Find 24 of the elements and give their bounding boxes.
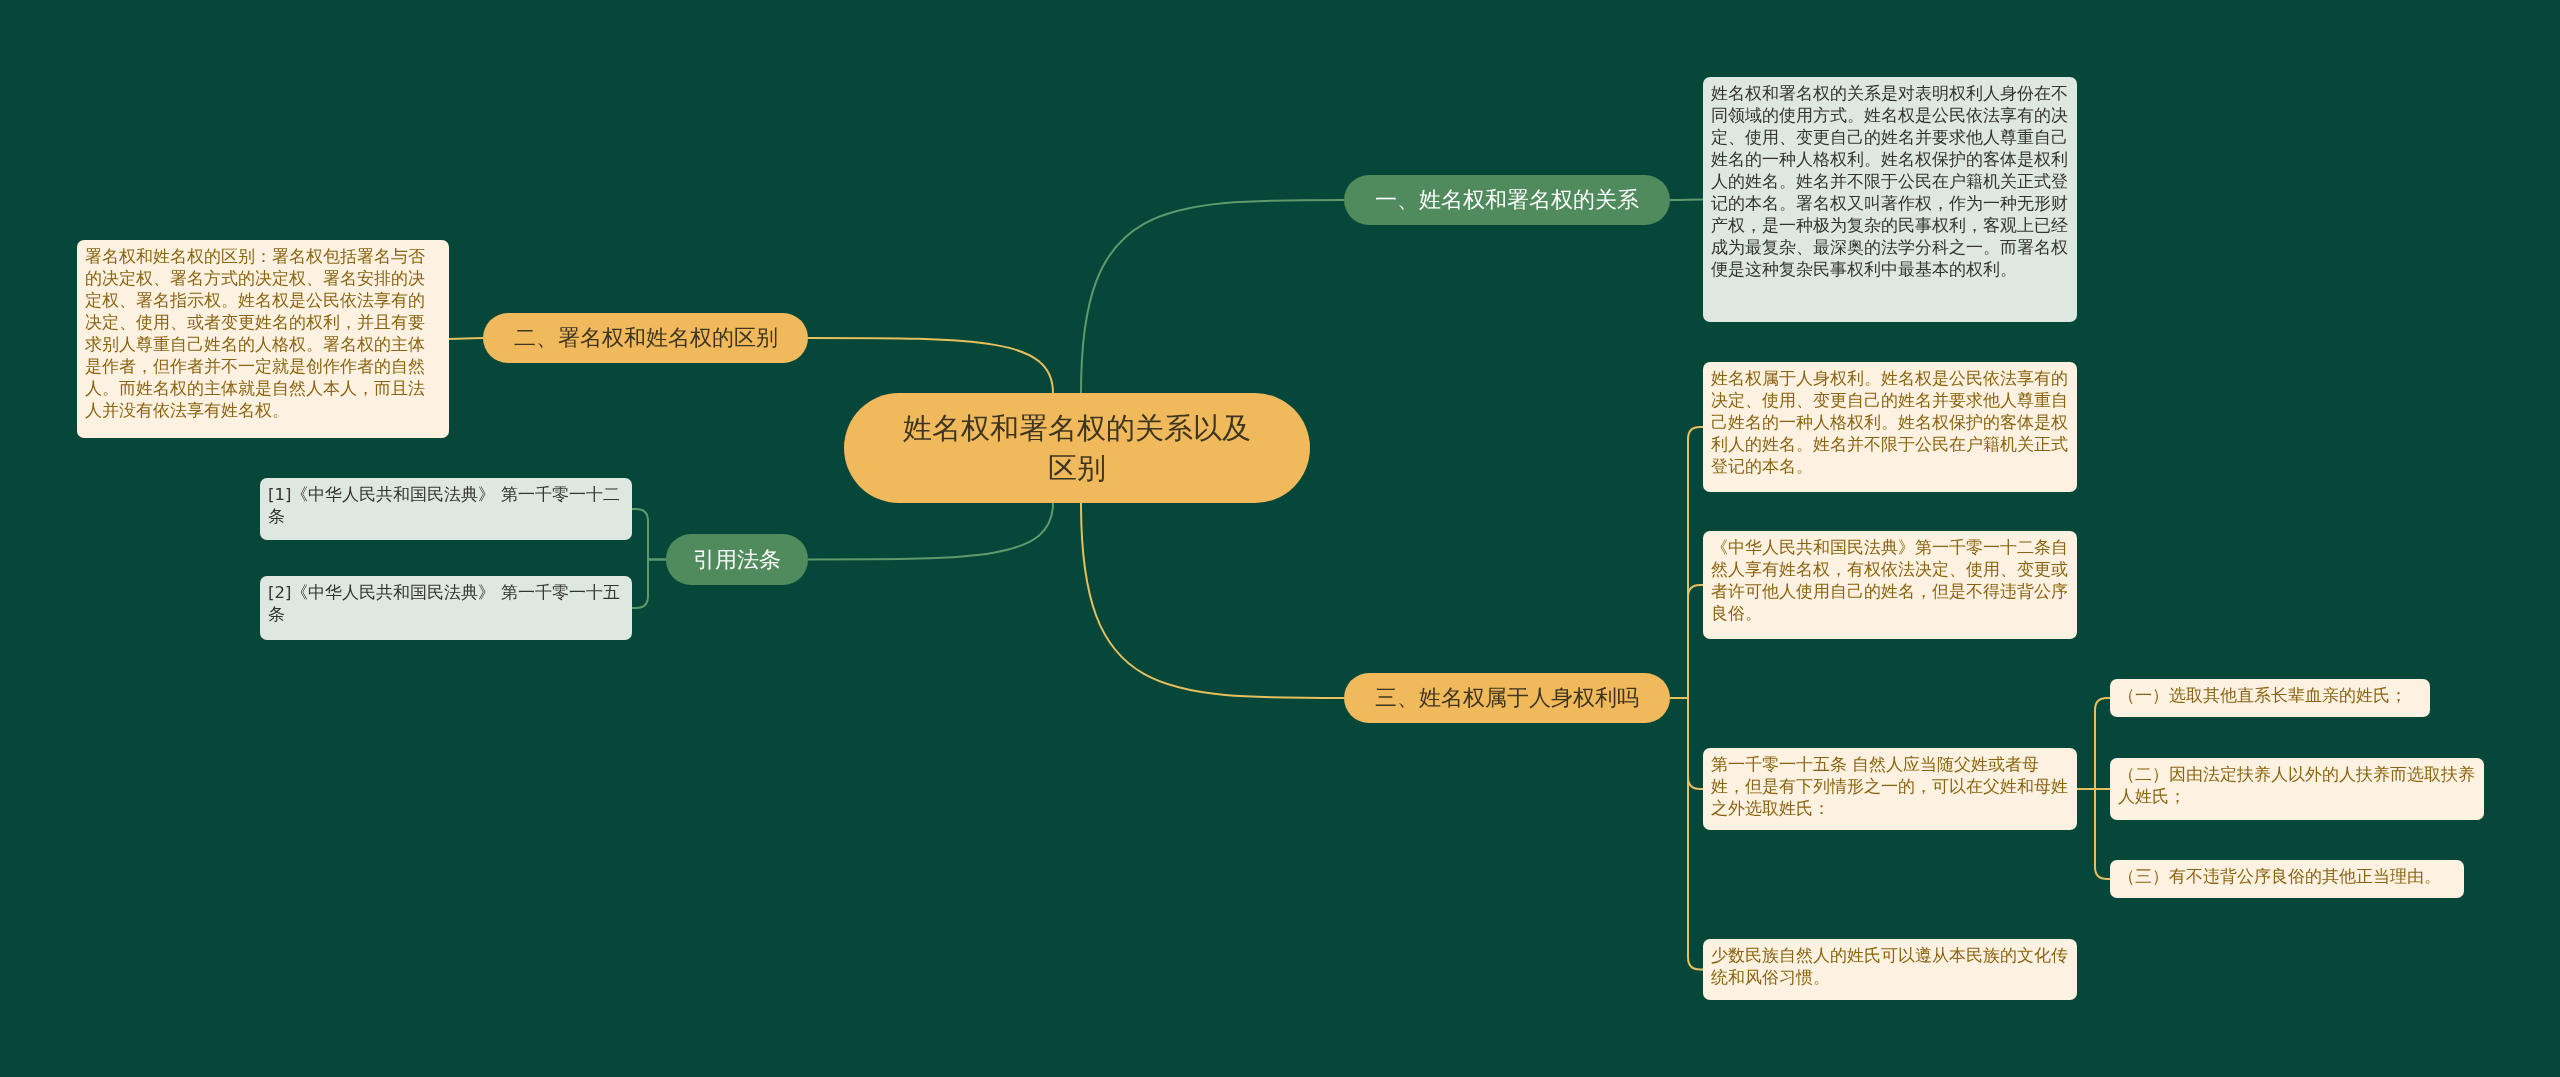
note-box: 少数民族自然人的姓氏可以遵从本民族的文化传统和风俗习惯。 <box>1703 939 2077 1000</box>
connector-line <box>2076 788 2111 880</box>
note-box: 姓名权属于人身权利。姓名权是公民依法享有的决定、使用、变更自己的姓名并要求他人尊重自己姓名的一种人格权利。姓名权保护的客体是权利人的姓名。姓名并不限于公民在户籍机关正式登记的本名。 <box>1703 362 2077 492</box>
topic-pill: 引用法条 <box>666 534 808 585</box>
note-box: （三）有不违背公序良俗的其他正当理由。 <box>2110 860 2464 898</box>
note-box: （一）选取其他直系长辈血亲的姓氏； <box>2110 679 2430 717</box>
connector-line <box>448 337 484 340</box>
note-box: [2]《中华人民共和国民法典》 第一千零一十五条 <box>260 576 632 640</box>
note-box: [1]《中华人民共和国民法典》 第一千零一十二条 <box>260 478 632 540</box>
topic-pill: 一、姓名权和署名权的关系 <box>1344 175 1670 225</box>
connector-line <box>807 502 1054 561</box>
note-box: 署名权和姓名权的区别：署名权包括署名与否的决定权、署名方式的决定权、署名安排的决定权、署名指示权。姓名权是公民依法享有的决定、使用、或者变更姓名的权利，并且有要求别人尊重自己姓名的人格权。署名权的主体是作者，但作者并不一定就是创作作者的自然人。而姓名权的主体就是自然人本人，而且法人并没有依法享有姓名权。 <box>77 240 449 438</box>
central-topic: 姓名权和署名权的关系以及区别 <box>844 393 1310 503</box>
note-box: （二）因由法定扶养人以外的人扶养而选取扶养人姓氏； <box>2110 758 2484 820</box>
connector-line <box>1669 198 1704 201</box>
note-box: 《中华人民共和国民法典》第一千零一十二条自然人享有姓名权，有权依法决定、使用、变更或者许可他人使用自己的姓名，但是不得违背公序良俗。 <box>1703 531 2077 639</box>
note-box: 第一千零一十五条 自然人应当随父姓或者母姓，但是有下列情形之一的，可以在父姓和母姓之外选取姓氏： <box>1703 748 2077 830</box>
connector-line <box>1080 199 1345 394</box>
topic-pill: 三、姓名权属于人身权利吗 <box>1344 673 1670 723</box>
connector-line <box>1080 502 1345 699</box>
connector-line <box>807 337 1054 394</box>
connector-line <box>631 558 667 609</box>
topic-pill: 二、署名权和姓名权的区别 <box>483 313 808 363</box>
note-box: 姓名权和署名权的关系是对表明权利人身份在不同领域的使用方式。姓名权是公民依法享有的决定、使用、变更自己的姓名并要求他人尊重自己姓名的一种人格权利。姓名权保护的客体是权利人的姓名。姓名并不限于公民在户籍机关正式登记的本名。署名权又叫著作权，作为一种无形财产权，是一种极为复杂的民事权利，客观上已经成为最复杂、最深奥的法学分科之一。而署名权便是这种复杂民事权利中最基本的权利。 <box>1703 77 2077 322</box>
